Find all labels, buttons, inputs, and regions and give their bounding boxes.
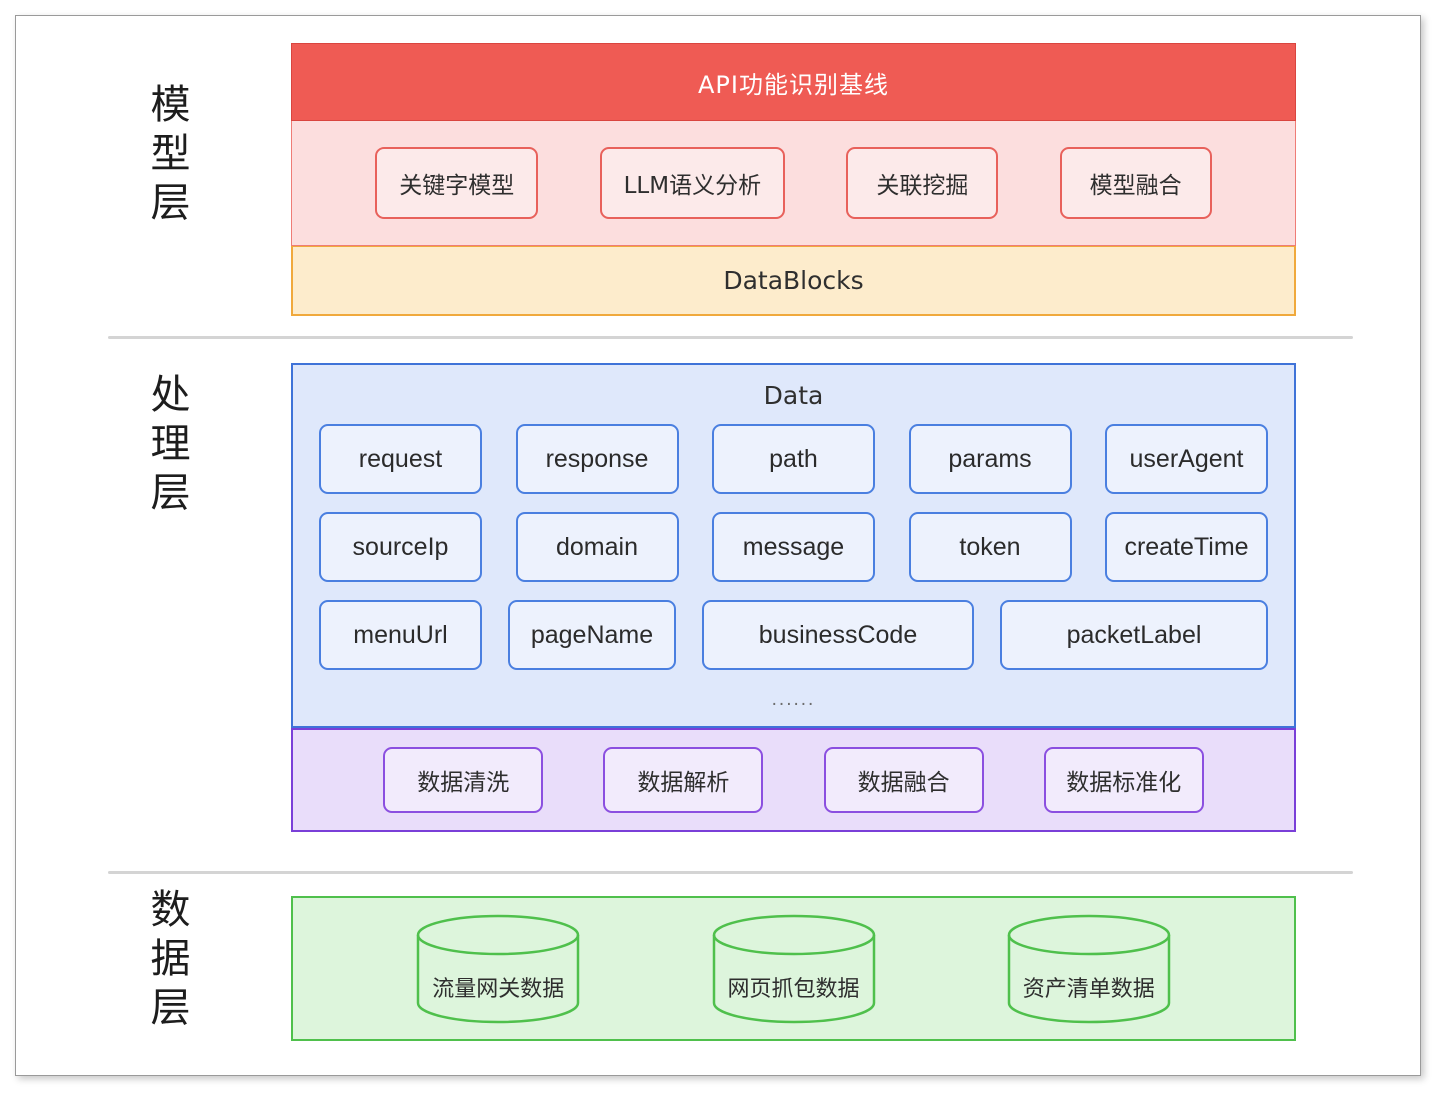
data-panel: Data request response path params bbox=[291, 363, 1296, 728]
field-box-domain-label: domain bbox=[556, 532, 638, 561]
layer-label-processing: 处 理 层 bbox=[116, 371, 226, 517]
field-box-createtime[interactable]: createTime bbox=[1105, 512, 1268, 582]
layer-label-model-char-2: 层 bbox=[150, 179, 192, 226]
database-cylinder-traffic-gateway[interactable]: 流量网关数据 bbox=[408, 913, 588, 1025]
database-cylinder-asset-inventory-label: 资产清单数据 bbox=[1022, 976, 1155, 1002]
field-box-message[interactable]: message bbox=[712, 512, 875, 582]
field-box-menuurl-label: menuUrl bbox=[353, 620, 448, 649]
data-layer-band: 流量网关数据 网页抓包数据 资产清单数据 bbox=[291, 896, 1296, 1041]
field-box-params-label: params bbox=[948, 444, 1032, 473]
field-box-domain[interactable]: domain bbox=[515, 512, 679, 582]
field-box-sourceip-label: sourceIp bbox=[352, 532, 449, 561]
field-box-pagename[interactable]: pageName bbox=[508, 600, 676, 670]
field-box-request-label: request bbox=[358, 444, 443, 473]
layer-label-data-char-1: 据 bbox=[150, 935, 192, 982]
layer-label-model-char-1: 型 bbox=[150, 130, 192, 177]
layer-label-processing-char-0: 处 bbox=[150, 372, 192, 418]
process-pill-data-standardization-label: 数据标准化 bbox=[1066, 770, 1182, 796]
model-pill-llm-semantic-label: LLM语义分析 bbox=[623, 173, 762, 199]
field-box-path-label: path bbox=[769, 444, 818, 473]
field-box-token-label: token bbox=[959, 532, 1021, 561]
datablocks-label: DataBlocks bbox=[723, 266, 864, 295]
process-pill-data-parsing-label: 数据解析 bbox=[637, 770, 730, 796]
field-box-pagename-label: pageName bbox=[530, 620, 654, 649]
field-more-indicator: ...... bbox=[771, 689, 816, 710]
field-box-message-label: message bbox=[742, 532, 845, 561]
process-pill-data-fusion-label: 数据融合 bbox=[857, 770, 950, 796]
layer-label-processing-char-1: 理 bbox=[150, 420, 192, 467]
field-box-token[interactable]: token bbox=[908, 512, 1072, 582]
model-pill-keyword[interactable]: 关键字模型 bbox=[375, 147, 539, 219]
diagram-canvas: 模 型 层 处 理 层 数 据 层 API功能识别基线 关键字模型 bbox=[16, 16, 1420, 1075]
database-cylinder-web-capture-label: 网页抓包数据 bbox=[727, 976, 860, 1002]
process-pill-data-cleaning[interactable]: 数据清洗 bbox=[383, 747, 544, 813]
field-row-1: request response path params userAgent bbox=[319, 424, 1268, 494]
field-box-useragent[interactable]: userAgent bbox=[1105, 424, 1268, 494]
field-box-businesscode[interactable]: businessCode bbox=[702, 600, 974, 670]
database-cylinder-web-capture[interactable]: 网页抓包数据 bbox=[704, 913, 884, 1025]
model-layer-stack: API功能识别基线 关键字模型 LLM语义分析 关联挖掘 模型融合 DataBl… bbox=[291, 43, 1296, 316]
field-box-path[interactable]: path bbox=[712, 424, 875, 494]
field-box-menuurl[interactable]: menuUrl bbox=[319, 600, 482, 670]
model-pill-llm-semantic[interactable]: LLM语义分析 bbox=[599, 147, 786, 219]
field-box-request[interactable]: request bbox=[319, 424, 482, 494]
field-box-response[interactable]: response bbox=[515, 424, 679, 494]
database-icon bbox=[1007, 914, 1170, 1023]
layer-divider-bottom bbox=[108, 871, 1353, 874]
diagram-frame: 模 型 层 处 理 层 数 据 层 API功能识别基线 关键字模型 bbox=[15, 15, 1421, 1076]
layer-label-data-char-0: 数 bbox=[150, 887, 192, 933]
field-row-2: sourceIp domain message token createTime bbox=[319, 512, 1268, 582]
model-pill-association-mining[interactable]: 关联挖掘 bbox=[846, 147, 999, 219]
field-box-businesscode-label: businessCode bbox=[758, 620, 918, 649]
processing-layer-stack: Data request response path params bbox=[291, 363, 1296, 832]
model-pill-model-fusion-label: 模型融合 bbox=[1089, 173, 1182, 199]
layer-label-data: 数 据 层 bbox=[116, 886, 226, 1032]
process-pill-data-fusion[interactable]: 数据融合 bbox=[823, 747, 984, 813]
model-pill-model-fusion[interactable]: 模型融合 bbox=[1059, 147, 1212, 219]
layer-divider-top bbox=[108, 336, 1353, 339]
layer-label-processing-char-2: 层 bbox=[150, 469, 192, 516]
layer-label-model-char-0: 模 bbox=[150, 82, 192, 128]
field-box-sourceip[interactable]: sourceIp bbox=[319, 512, 482, 582]
process-pill-data-parsing[interactable]: 数据解析 bbox=[603, 747, 764, 813]
field-box-packetlabel[interactable]: packetLabel bbox=[1000, 600, 1268, 670]
field-row-3: menuUrl pageName businessCode packetLabe… bbox=[319, 600, 1268, 670]
database-cylinder-traffic-gateway-label: 流量网关数据 bbox=[432, 976, 565, 1002]
model-pill-keyword-label: 关键字模型 bbox=[399, 173, 515, 199]
field-box-packetlabel-label: packetLabel bbox=[1066, 620, 1202, 649]
layer-label-data-char-2: 层 bbox=[150, 984, 192, 1031]
field-box-params[interactable]: params bbox=[908, 424, 1072, 494]
field-box-response-label: response bbox=[545, 444, 649, 473]
model-layer-title-band: API功能识别基线 bbox=[291, 43, 1296, 121]
layer-label-model: 模 型 层 bbox=[116, 81, 226, 227]
database-icon bbox=[712, 914, 875, 1023]
datablocks-band: DataBlocks bbox=[291, 246, 1296, 316]
model-pill-association-mining-label: 关联挖掘 bbox=[876, 173, 969, 199]
model-pill-band: 关键字模型 LLM语义分析 关联挖掘 模型融合 bbox=[291, 121, 1296, 246]
field-box-createtime-label: createTime bbox=[1124, 532, 1249, 561]
model-layer-title: API功能识别基线 bbox=[698, 70, 889, 99]
process-pill-data-standardization[interactable]: 数据标准化 bbox=[1043, 747, 1204, 813]
database-cylinder-asset-inventory[interactable]: 资产清单数据 bbox=[999, 913, 1179, 1025]
field-box-useragent-label: userAgent bbox=[1129, 444, 1244, 473]
process-pill-data-cleaning-label: 数据清洗 bbox=[417, 770, 510, 796]
database-icon bbox=[417, 914, 580, 1023]
process-band: 数据清洗 数据解析 数据融合 数据标准化 bbox=[291, 728, 1296, 832]
data-panel-title: Data bbox=[763, 381, 824, 410]
